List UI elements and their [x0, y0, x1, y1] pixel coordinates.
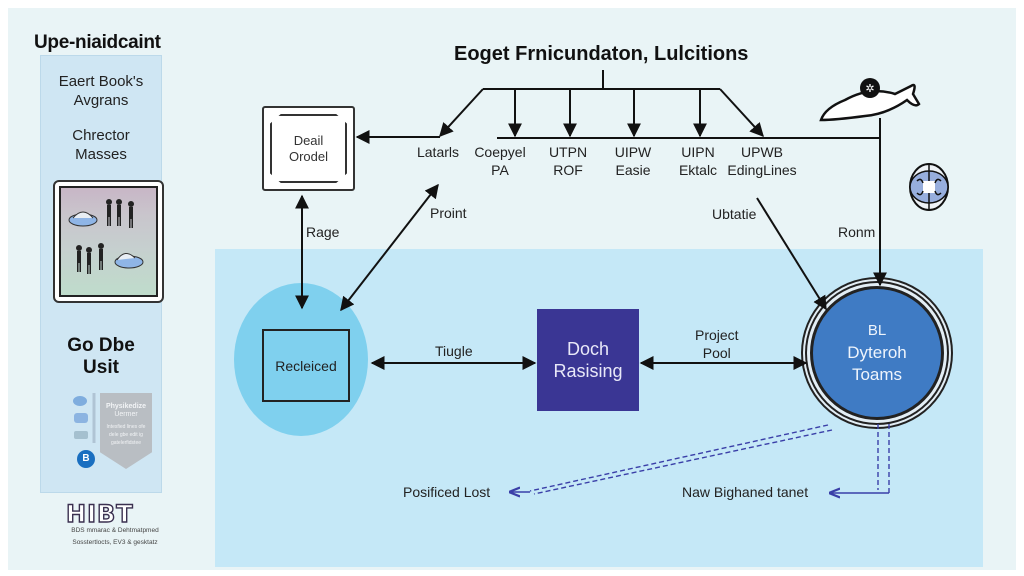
sidebar-item-books[interactable]: Eaert Book's Avgrans [40, 72, 162, 110]
label-latarls: Latarls [410, 143, 466, 161]
cloud-icon [73, 396, 87, 406]
boat-icon [68, 211, 98, 227]
edge-label-ronm: Ronm [838, 224, 876, 240]
team-group-icon [909, 163, 949, 211]
edge-label-rage: Rage [306, 224, 340, 240]
certification-badge: Physikedize Uermer Intesfied lines ofe d… [100, 393, 152, 469]
node-recleiced[interactable]: Recleiced [262, 329, 350, 402]
logo: HIBT [65, 499, 134, 528]
sidebar-item-chrector[interactable]: Chrector Masses [40, 126, 162, 164]
label-uipn-line2: Ektalc [678, 162, 718, 178]
edge-label-project-pool-line1: Project [695, 327, 739, 343]
badge-title: Physikedize [105, 403, 147, 410]
node-detail-line2: Orodel [288, 148, 329, 164]
people-and-boats-illustration [68, 199, 144, 274]
label-coepyel-line2: PA [491, 162, 509, 178]
label-uipw: UIPW Easie [605, 143, 661, 179]
badge-body: Intesfied lines ofe dele gbe edit ig gat… [106, 424, 146, 446]
sidebar-heading: Go Dbe Usit [40, 335, 162, 379]
logo-subtitle-1: BDS mmarac & Dehtmatpmed [71, 527, 159, 534]
people-group-bottom [76, 243, 104, 274]
label-upwb: UPWB EdingLines [722, 143, 802, 179]
label-utpn-line1: UTPN [548, 144, 588, 160]
server-icon [74, 431, 88, 439]
label-utpn-line2: ROF [553, 162, 583, 178]
node-teams-line1: BL [867, 322, 887, 339]
network-icon [74, 413, 88, 423]
edge-label-new-bighaned: Naw Bighaned tanet [682, 484, 809, 500]
edge-label-ubtatie: Ubtatie [712, 206, 757, 222]
logo-subtitle-2: Sosstertlocts, EV3 & gesktatz [72, 539, 158, 546]
node-detail-line1: Deail [293, 132, 324, 148]
node-teams-line2: Dyteroh [847, 343, 907, 362]
node-doch-rasising[interactable]: Doch Rasising [537, 309, 639, 411]
node-doch-line2: Rasising [553, 361, 623, 381]
label-uipw-line1: UIPW [614, 144, 652, 160]
node-teams[interactable]: BL Dyteroh Toams [810, 286, 944, 420]
label-upwb-line2: EdingLines [727, 162, 797, 178]
edge-label-project-pool-line2: Pool [702, 345, 731, 361]
node-doch-line1: Doch [566, 339, 610, 359]
sidebar-heading-line1: Go Dbe [67, 335, 135, 356]
edge-label-project-pool: Project Pool [695, 326, 739, 362]
badge-circle-icon: B [77, 450, 95, 468]
edge-label-positiced-lost: Posificed Lost [403, 484, 491, 500]
node-detail[interactable]: Deail Orodel [262, 106, 355, 191]
node-teams-line3: Toams [851, 365, 903, 384]
node-recleiced-label: Recleiced [275, 357, 337, 374]
sidebar-item-chrector-line1: Chrector [72, 127, 130, 144]
svg-text:✲: ✲ [865, 82, 874, 95]
label-utpn: UTPN ROF [540, 143, 596, 179]
label-coepyel: Coepyel PA [472, 143, 528, 179]
badge-side-icons [73, 393, 96, 443]
sidebar-title: Upe-niaidcaint [34, 32, 161, 53]
label-uipw-line2: Easie [615, 162, 651, 178]
label-latarls-text: Latarls [416, 144, 460, 160]
sidebar-item-books-line2: Avgrans [73, 92, 129, 109]
edge-label-tiugle: Tiugle [435, 343, 473, 359]
edge-label-proint: Proint [430, 205, 467, 221]
label-coepyel-line1: Coepyel [474, 144, 526, 160]
sidebar-heading-line2: Usit [83, 357, 119, 378]
illustration-scene [59, 186, 158, 297]
sidebar-item-books-line1: Eaert Book's [58, 73, 144, 90]
label-uipn: UIPN Ektalc [670, 143, 726, 179]
sidebar-item-chrector-line2: Masses [75, 146, 127, 163]
diagram-title: Eoget Frnicundaton, Lulcitions [454, 43, 749, 65]
sidebar-illustration [53, 180, 164, 303]
label-uipn-line1: UIPN [681, 144, 715, 160]
label-upwb-line1: UPWB [741, 144, 783, 160]
badge-subtitle: Uermer [114, 411, 138, 418]
fish-icon: ✲ [819, 78, 921, 122]
gear-badge-icon [860, 78, 880, 98]
people-group-top [106, 199, 134, 228]
node-detail-inner: Deail Orodel [270, 114, 347, 183]
boat-icon [114, 253, 144, 269]
